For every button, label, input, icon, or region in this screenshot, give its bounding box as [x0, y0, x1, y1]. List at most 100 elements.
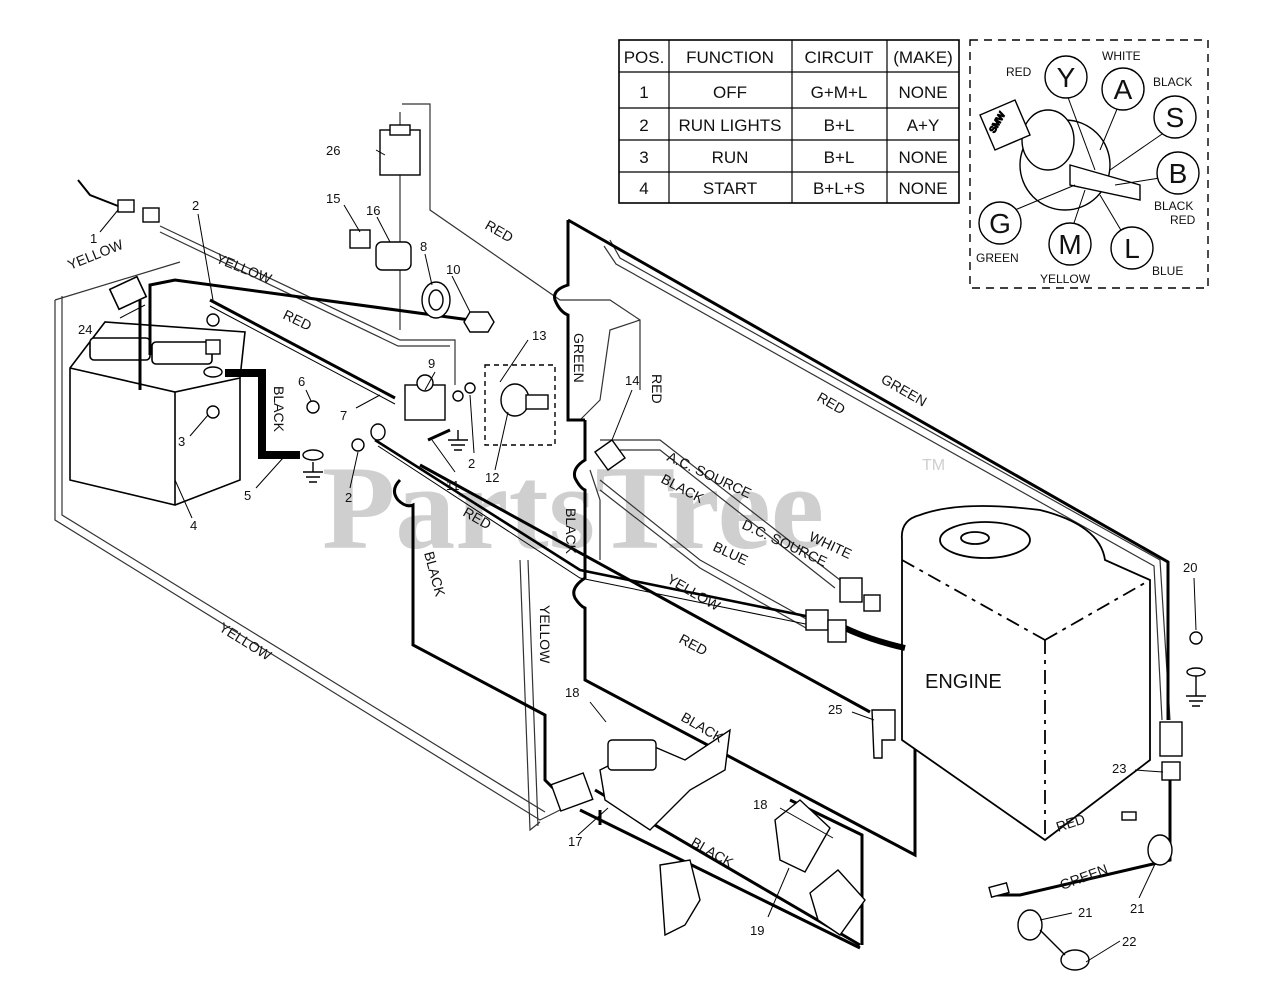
part-number: 23 [1112, 761, 1126, 776]
table-cell: B+L [824, 148, 855, 167]
part-number: 15 [326, 191, 340, 206]
wire-label-red: RED [649, 374, 665, 404]
watermark-tm: TM [922, 457, 945, 474]
wire-label-black: BLACK [271, 386, 287, 433]
wire-label-red: RED [281, 306, 315, 333]
terminal-b: B [1169, 158, 1188, 189]
part-number: 14 [625, 373, 639, 388]
wire-label-black: BLACK [563, 508, 579, 555]
part-23-connector-b [1161, 761, 1181, 781]
part-21-connector-left [1017, 909, 1043, 941]
switch-key [979, 99, 1031, 151]
table-cell: START [703, 179, 757, 198]
part-number: 17 [568, 834, 582, 849]
part-1-connector [117, 199, 135, 213]
table-header: POS. [624, 48, 665, 67]
ground-symbols [303, 430, 1206, 707]
engine-connector-b [805, 609, 829, 631]
part-20-screw [1189, 631, 1203, 645]
terminal-l: L [1124, 233, 1140, 264]
seat-switch-plug [550, 772, 594, 812]
table-cell: 1 [639, 83, 648, 102]
part-number: 22 [1122, 934, 1136, 949]
table-cell: G+M+L [811, 83, 868, 102]
part-number: 26 [326, 143, 340, 158]
table-header: FUNCTION [686, 48, 774, 67]
part-number: 4 [190, 518, 197, 533]
inset-label-red: RED [1006, 65, 1032, 79]
wire-label-yellow: YELLOW [537, 605, 553, 664]
engine-lead [843, 625, 906, 651]
part-number: 18 [565, 685, 579, 700]
part-number: 13 [532, 328, 546, 343]
part-number: 10 [446, 262, 460, 277]
table-cell: 4 [639, 179, 648, 198]
part-number: 1 [90, 231, 97, 246]
part-26-relay [379, 129, 421, 176]
part-10-nut [463, 311, 495, 333]
table-cell: B+L [824, 116, 855, 135]
engine-connector-a [839, 577, 863, 603]
part-number: 19 [750, 923, 764, 938]
part-3-screw [206, 405, 220, 419]
wire-label-green: GREEN [571, 333, 587, 383]
table-cell: NONE [898, 148, 947, 167]
part-14-connector [594, 439, 626, 471]
inset-label-white: WHITE [1102, 49, 1141, 63]
wire-label-yellow: YELLOW [665, 571, 724, 614]
leader-lines [99, 149, 1197, 963]
part-number: 2 [192, 198, 199, 213]
table-cell: NONE [898, 179, 947, 198]
wire-label-black: BLACK [679, 709, 727, 746]
components [77, 124, 1206, 971]
terminal-s: S [1166, 102, 1185, 133]
part-numbers: 1 2 2 2 3 4 5 6 7 8 9 10 11 12 13 14 15 … [78, 143, 1197, 949]
table-cell: 3 [639, 148, 648, 167]
part-12-key-switch [500, 383, 530, 417]
table-cell: OFF [713, 83, 747, 102]
battery [69, 275, 471, 506]
table-cell: A+Y [907, 116, 940, 135]
battery-negative-cable [225, 369, 300, 459]
part-16 [375, 241, 412, 271]
part-number: 11 [446, 478, 460, 493]
inset-label-green: GREEN [976, 251, 1019, 265]
main-harness [393, 218, 1172, 950]
terminal-y: Y [1057, 62, 1076, 93]
table-header: CIRCUIT [805, 48, 874, 67]
battery-positive-cable [209, 298, 396, 400]
table-cell: RUN LIGHTS [679, 116, 782, 135]
wire-label-red: RED [483, 217, 517, 246]
switch-inset: SMW Y A S B G M L [969, 39, 1209, 289]
lower-bracket [659, 859, 701, 937]
part-19-plug [809, 869, 866, 936]
engine: ENGINE [900, 505, 1151, 842]
part-number: 7 [340, 408, 347, 423]
inset-label-yellow: YELLOW [1040, 272, 1091, 286]
part-number: 21 [1130, 901, 1144, 916]
part-number: 2 [345, 490, 352, 505]
part-6-screw [306, 400, 320, 414]
inset-label-blue: BLUE [1152, 264, 1183, 278]
part-number: 25 [828, 702, 842, 717]
part-19-switch [774, 799, 831, 873]
part-21-connector-right [1147, 834, 1173, 866]
circuit-table: POS. FUNCTION CIRCUIT (MAKE) 1 OFF G+M+L… [618, 39, 960, 204]
table-cell: B+L+S [813, 179, 865, 198]
part-number: 16 [366, 203, 380, 218]
inset-label-black: BLACK [1153, 75, 1192, 89]
wire-label-yellow: YELLOW [214, 250, 275, 287]
inset-label-black-red: BLACK [1154, 199, 1193, 213]
part-number: 5 [244, 488, 251, 503]
watermark: PartsTree TM [322, 441, 945, 574]
part-1-connector-b [142, 207, 160, 223]
wire-label-red: RED [677, 631, 711, 659]
part-23-connector-a [1159, 721, 1183, 757]
terminal-g: G [989, 208, 1011, 239]
wire-label-green: GREEN [1058, 861, 1110, 893]
part-22-bulb [1060, 949, 1090, 971]
table-cell: 2 [639, 116, 648, 135]
part-number: 8 [420, 239, 427, 254]
wire-label-green: GREEN [879, 371, 930, 410]
